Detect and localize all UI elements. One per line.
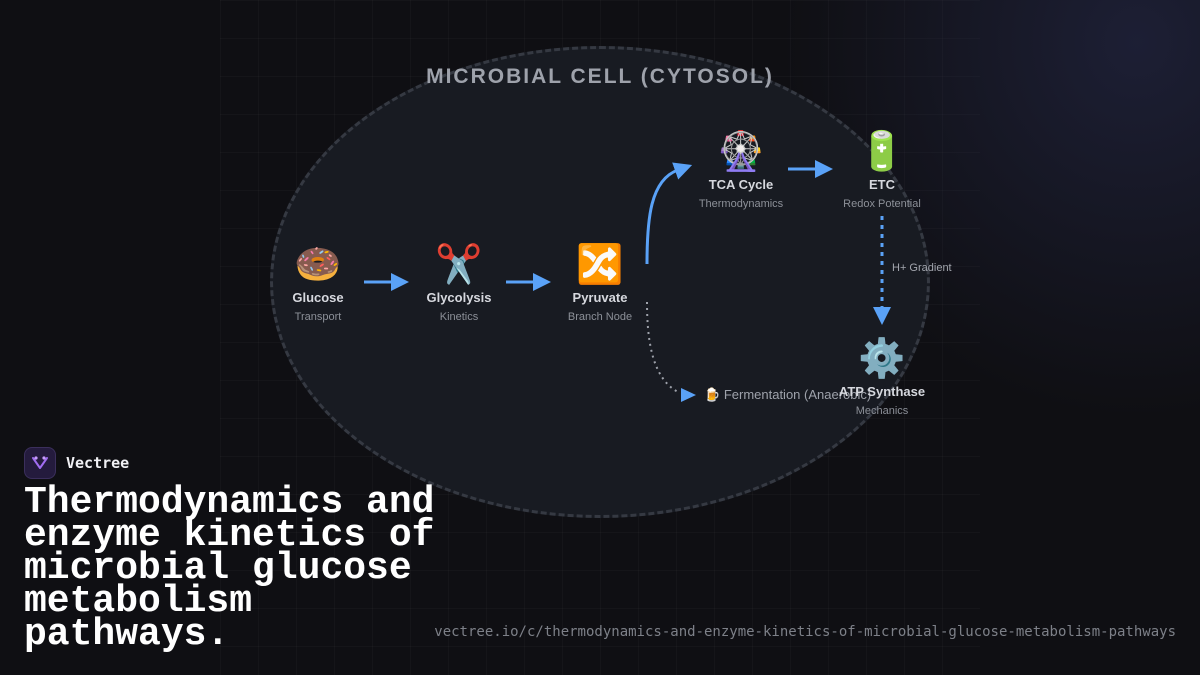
- page-url[interactable]: vectree.io/c/thermodynamics-and-enzyme-k…: [434, 624, 1176, 640]
- node-sublabel: Thermodynamics: [698, 198, 784, 210]
- node-label: TCA Cycle: [708, 177, 774, 192]
- node-label: Pyruvate: [572, 290, 628, 305]
- edge-label-gradient: H+ Gradient: [892, 262, 952, 274]
- cell-title: MICROBIAL CELL (CYTOSOL): [426, 65, 774, 88]
- beer-icon: 🍺: [704, 387, 721, 402]
- fermentation-arrowhead: [681, 388, 696, 402]
- brand-name: Vectree: [66, 454, 130, 472]
- node-sublabel: Mechanics: [855, 405, 909, 417]
- scissors-icon: ✂️: [435, 244, 483, 286]
- edge-pyruvate-fermentation: [646, 301, 681, 394]
- brand[interactable]: Vectree: [24, 447, 129, 479]
- node-label: Glycolysis: [426, 290, 492, 305]
- fermentation-text: Fermentation (Anaerobic): [723, 387, 872, 402]
- node-label: ETC: [869, 177, 895, 192]
- node-sublabel: Transport: [294, 311, 342, 323]
- gear-icon: ⚙️: [858, 338, 906, 380]
- fermentation-label: 🍺 Fermentation (Anaerobic): [704, 387, 871, 403]
- node-label: ATP Synthase: [838, 384, 926, 399]
- node-sublabel: Branch Node: [567, 311, 633, 323]
- node-glucose: 🍩 Glucose Transport: [253, 242, 383, 323]
- battery-icon: 🔋: [858, 131, 906, 173]
- ferris-wheel-icon: 🎡: [717, 131, 765, 173]
- node-sublabel: Redox Potential: [843, 198, 921, 210]
- node-atp-synthase: ⚙️ ATP Synthase Mechanics: [817, 336, 947, 417]
- node-etc: 🔋 ETC Redox Potential: [817, 129, 947, 210]
- node-tca-cycle: 🎡 TCA Cycle Thermodynamics: [676, 129, 806, 210]
- node-pyruvate: 🔀 Pyruvate Branch Node: [535, 242, 665, 323]
- node-label: Glucose: [292, 290, 344, 305]
- node-glycolysis: ✂️ Glycolysis Kinetics: [394, 242, 524, 323]
- shuffle-icon: 🔀: [576, 244, 624, 286]
- node-sublabel: Kinetics: [439, 311, 479, 323]
- donut-icon: 🍩: [294, 244, 342, 286]
- vectree-logo-icon: [24, 447, 56, 479]
- edge-pyruvate-tca: [645, 162, 693, 265]
- page-title: Thermodynamics and enzyme kinetics of mi…: [24, 481, 435, 656]
